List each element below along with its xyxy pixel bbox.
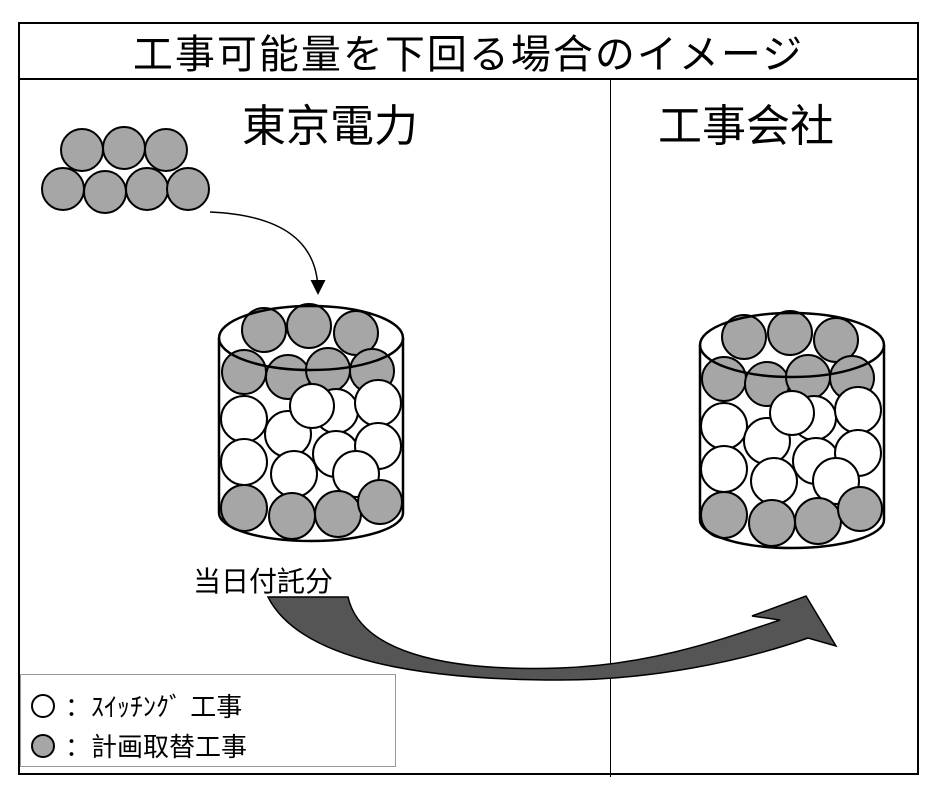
legend-row-switching: ：ｽｲｯﾁﾝｸﾞ 工事 bbox=[31, 687, 242, 724]
legend-label-switching: ：ｽｲｯﾁﾝｸﾞ 工事 bbox=[65, 693, 243, 723]
white-ball bbox=[354, 379, 402, 427]
white-ball bbox=[220, 438, 268, 486]
gray-ball bbox=[41, 167, 85, 211]
gray-ball bbox=[268, 492, 316, 540]
planned-work-pile bbox=[41, 126, 210, 214]
white-ball bbox=[750, 457, 798, 505]
diagram-frame: 工事可能量を下回る場合のイメージ 東京電力 工事会社 bbox=[18, 22, 919, 777]
white-ball bbox=[700, 402, 748, 450]
contractor-cylinder bbox=[698, 310, 886, 550]
tepco-cylinder bbox=[217, 303, 405, 543]
column-heading-tepco: 東京電力 bbox=[242, 101, 418, 152]
column-divider bbox=[610, 80, 611, 777]
gray-ball bbox=[314, 490, 362, 538]
white-ball bbox=[834, 386, 882, 434]
transfer-arrow bbox=[266, 595, 838, 681]
white-ball bbox=[220, 395, 268, 443]
gray-ball-icon bbox=[31, 733, 55, 758]
gray-ball bbox=[60, 128, 104, 172]
gray-ball bbox=[83, 170, 127, 214]
diagram-title: 工事可能量を下回る場合のイメージ bbox=[132, 32, 805, 78]
white-ball bbox=[700, 445, 748, 493]
gray-ball bbox=[357, 479, 403, 525]
legend: ：ｽｲｯﾁﾝｸﾞ 工事 ：計画取替工事 bbox=[20, 674, 396, 767]
gray-ball bbox=[144, 128, 188, 172]
gray-ball bbox=[794, 497, 842, 545]
white-ball bbox=[270, 450, 318, 498]
white-ball bbox=[769, 390, 815, 436]
flow-arrow bbox=[209, 211, 326, 295]
gray-ball bbox=[221, 349, 267, 395]
title-bar: 工事可能量を下回る場合のイメージ bbox=[20, 24, 917, 80]
gray-ball bbox=[241, 307, 287, 353]
gray-ball bbox=[748, 499, 796, 547]
column-heading-contractor: 工事会社 bbox=[658, 101, 834, 152]
legend-label-planned: ：計画取替工事 bbox=[65, 733, 248, 763]
white-ball bbox=[289, 383, 335, 429]
same-day-caption: 当日付託分 bbox=[193, 565, 334, 598]
gray-ball bbox=[286, 303, 332, 349]
gray-ball bbox=[837, 486, 883, 532]
gray-ball bbox=[125, 167, 169, 211]
gray-ball bbox=[701, 356, 747, 402]
gray-ball bbox=[767, 310, 813, 356]
gray-ball bbox=[102, 126, 146, 170]
gray-ball bbox=[166, 167, 210, 211]
legend-row-planned: ：計画取替工事 bbox=[31, 727, 247, 764]
white-ball-icon bbox=[31, 693, 55, 718]
gray-ball bbox=[721, 314, 767, 360]
